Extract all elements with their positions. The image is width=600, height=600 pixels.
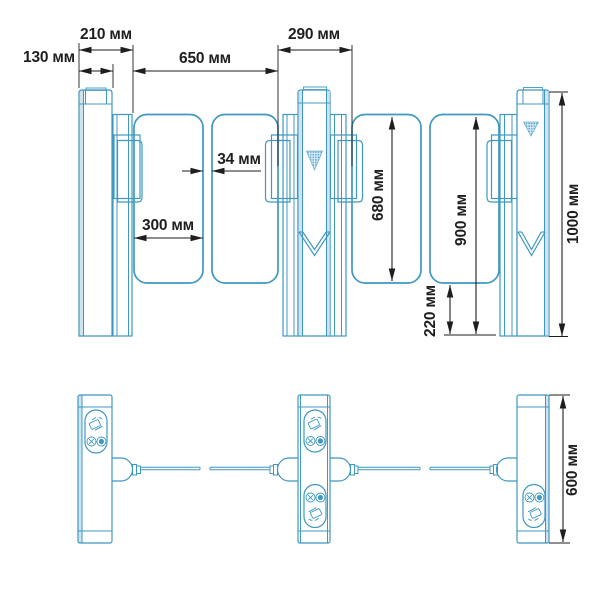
contactless-card-reader-icon <box>308 507 323 521</box>
glass-edge-lane2 <box>358 466 490 471</box>
contactless-card-reader-icon <box>88 417 103 431</box>
no-entry-cross-indicator-icon <box>86 436 97 447</box>
no-entry-cross-indicator-icon <box>305 436 316 446</box>
right-post-front <box>486 87 550 337</box>
gate-motor-hub <box>112 457 134 482</box>
middle-post-plan <box>269 394 359 544</box>
contactless-card-reader-icon <box>527 507 542 521</box>
direction-triangle-right <box>522 121 540 137</box>
no-entry-cross-indicator-icon <box>305 492 316 503</box>
reader-panel <box>84 409 108 454</box>
glass-panel-2 <box>211 113 279 284</box>
dim-label-210: 210 мм <box>80 26 132 43</box>
contactless-card-reader-icon <box>307 416 322 431</box>
dim-label-34: 34 мм <box>217 151 261 168</box>
direction-triangle-middle <box>305 150 324 172</box>
glass-clamp-left <box>113 134 143 203</box>
glass-panel-1 <box>133 113 204 284</box>
plan-view <box>77 394 550 544</box>
entry-indicator-icon <box>315 492 326 503</box>
glass-edge-lane1 <box>140 466 270 471</box>
left-post-plan <box>77 394 141 544</box>
dim-label-680: 680 мм <box>370 169 387 221</box>
front-view <box>78 86 550 337</box>
chevron-right <box>517 231 546 257</box>
dim-label-600: 600 мм <box>564 444 581 496</box>
glass-panel-3 <box>351 113 422 284</box>
left-post-front <box>78 87 143 337</box>
dim-label-290: 290 мм <box>288 26 340 43</box>
no-entry-cross-indicator-icon <box>524 492 535 503</box>
dim-label-130: 130 мм <box>23 49 75 66</box>
glass-clamp-right <box>486 134 519 203</box>
middle-post-front <box>264 86 364 337</box>
dim-label-650: 650 мм <box>179 50 231 67</box>
dim-label-1000: 1000 мм <box>565 183 582 245</box>
dimension-lines <box>78 43 570 544</box>
entry-indicator-icon <box>96 436 107 447</box>
dim-label-220: 220 мм <box>422 285 439 337</box>
dim-label-900: 900 мм <box>453 194 470 246</box>
glass-panel-4 <box>429 113 500 284</box>
dim-label-300: 300 мм <box>142 217 194 234</box>
chevron-middle <box>298 231 331 257</box>
entry-indicator-icon <box>534 492 545 503</box>
entry-indicator-icon <box>315 436 326 446</box>
right-post-plan <box>489 394 550 544</box>
glass-clamp-middle-left <box>264 134 299 203</box>
